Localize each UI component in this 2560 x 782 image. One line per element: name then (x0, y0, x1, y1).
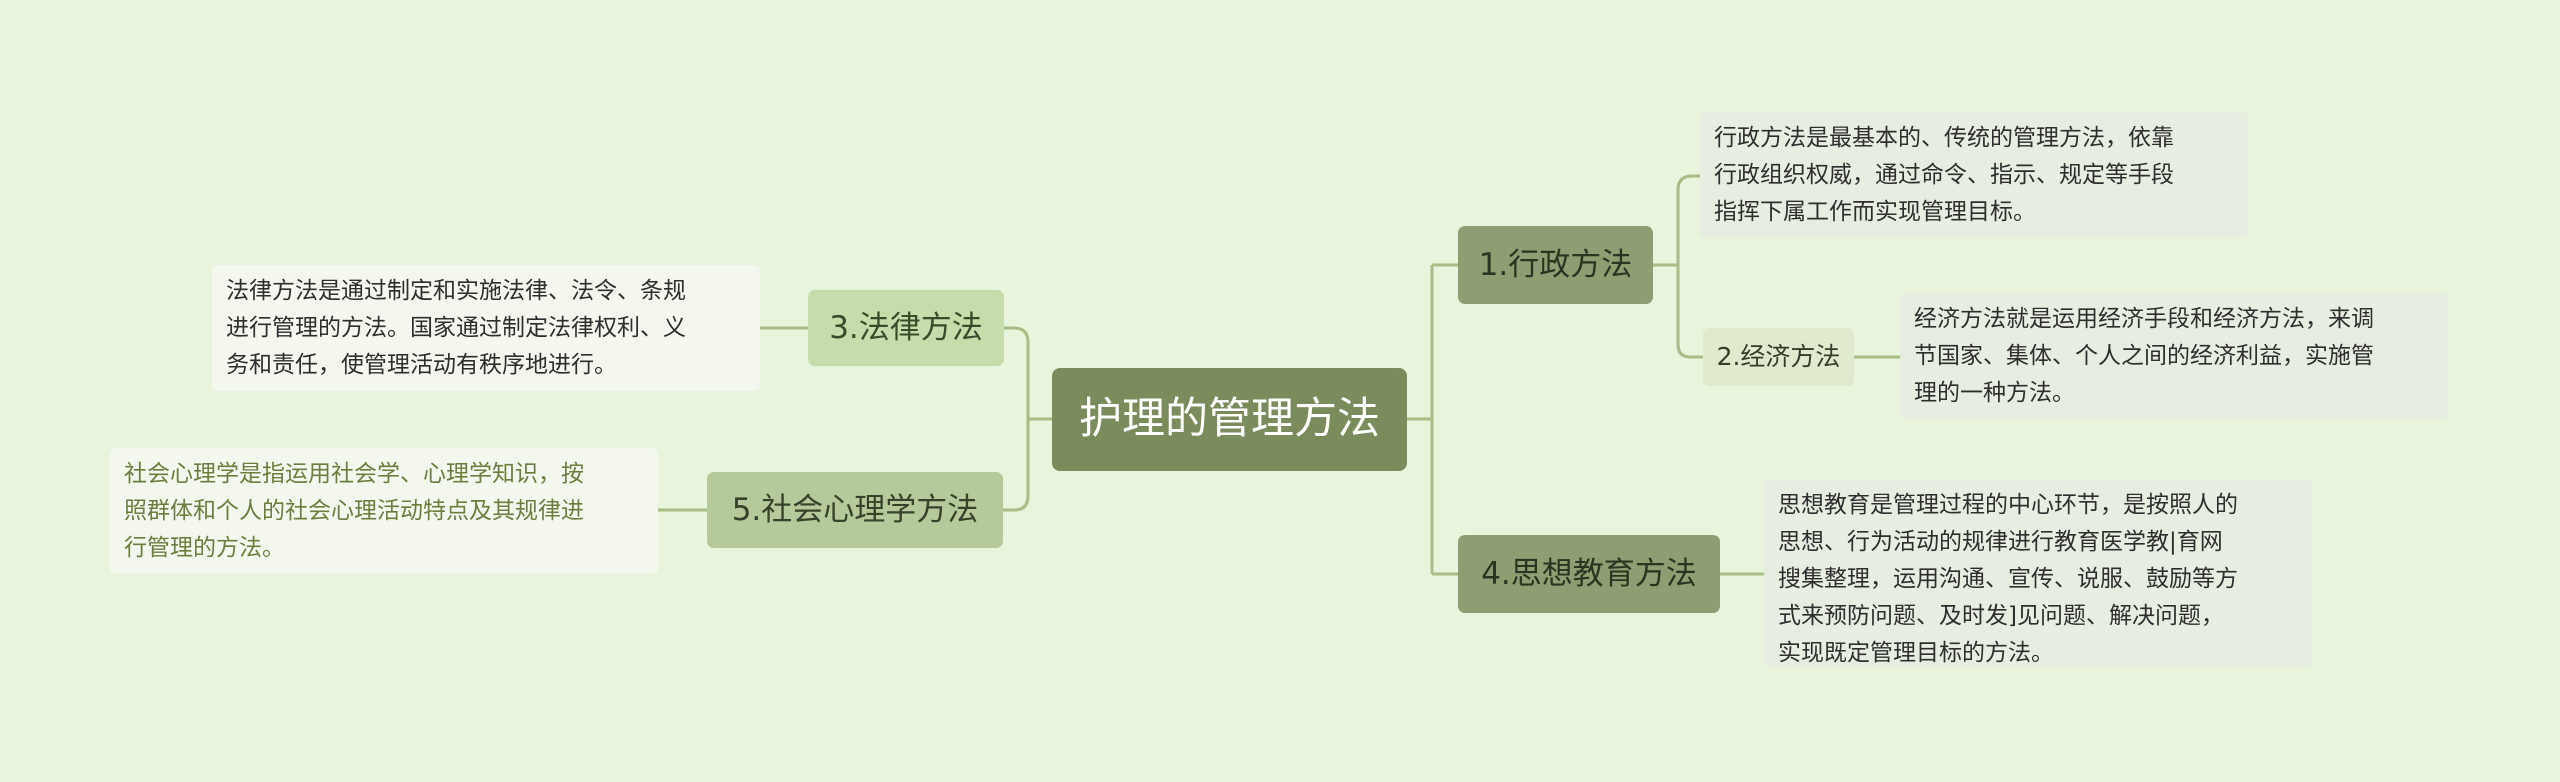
note-line: 理的一种方法。 (1914, 380, 2075, 406)
note-line: 行政方法是最基本的、传统的管理方法，依靠 (1714, 125, 2174, 151)
note-line: 节国家、集体、个人之间的经济利益，实施管 (1914, 343, 2374, 369)
topic-ideological-education-method[interactable]: 4.思想教育方法 (1458, 535, 1720, 613)
topic-social-psychology-method[interactable]: 5.社会心理学方法 (707, 472, 1003, 548)
note-line: 行管理的方法。 (124, 535, 285, 561)
note-line: 社会心理学是指运用社会学、心理学知识，按 (124, 461, 584, 487)
note-social-psychology: 社会心理学是指运用社会学、心理学知识，按 照群体和个人的社会心理活动特点及其规律… (110, 448, 658, 574)
connector-1-to-2 (1653, 263, 1703, 359)
connector-root-right (1407, 263, 1458, 576)
note-line: 实现既定管理目标的方法。 (1778, 640, 2054, 666)
note-line: 务和责任，使管理活动有秩序地进行。 (226, 352, 617, 378)
connector-1-to-note (1653, 174, 1700, 267)
note-ideological: 思想教育是管理过程的中心环节，是按照人的 思想、行为活动的规律进行教育医学教|育… (1764, 479, 2312, 667)
note-economic: 经济方法就是运用经济手段和经济方法，来调 节国家、集体、个人之间的经济利益，实施… (1900, 293, 2448, 419)
note-line: 照群体和个人的社会心理活动特点及其规律进 (124, 498, 584, 524)
root-topic[interactable]: 护理的管理方法 (1052, 368, 1407, 471)
note-line: 进行管理的方法。国家通过制定法律权利、义 (226, 315, 686, 341)
note-line: 思想教育是管理过程的中心环节，是按照人的 (1778, 492, 2238, 518)
note-line: 式来预防问题、及时发]见问题、解决问题， (1778, 603, 2224, 629)
note-line: 指挥下属工作而实现管理目标。 (1714, 199, 2036, 225)
note-line: 经济方法就是运用经济手段和经济方法，来调 (1914, 306, 2374, 332)
topic-legal-method[interactable]: 3.法律方法 (808, 290, 1004, 366)
connector-root-left (1003, 326, 1052, 512)
note-administrative: 行政方法是最基本的、传统的管理方法，依靠 行政组织权威，通过命令、指示、规定等手… (1700, 112, 2248, 238)
note-line: 思想、行为活动的规律进行教育医学教|育网 (1778, 529, 2223, 555)
topic-economic-method[interactable]: 2.经济方法 (1703, 328, 1854, 386)
note-legal: 法律方法是通过制定和实施法律、法令、条规 进行管理的方法。国家通过制定法律权利、… (212, 265, 760, 391)
topic-administrative-method[interactable]: 1.行政方法 (1458, 226, 1653, 304)
note-line: 搜集整理，运用沟通、宣传、说服、鼓励等方 (1778, 566, 2238, 592)
note-line: 行政组织权威，通过命令、指示、规定等手段 (1714, 162, 2174, 188)
note-line: 法律方法是通过制定和实施法律、法令、条规 (226, 278, 686, 304)
